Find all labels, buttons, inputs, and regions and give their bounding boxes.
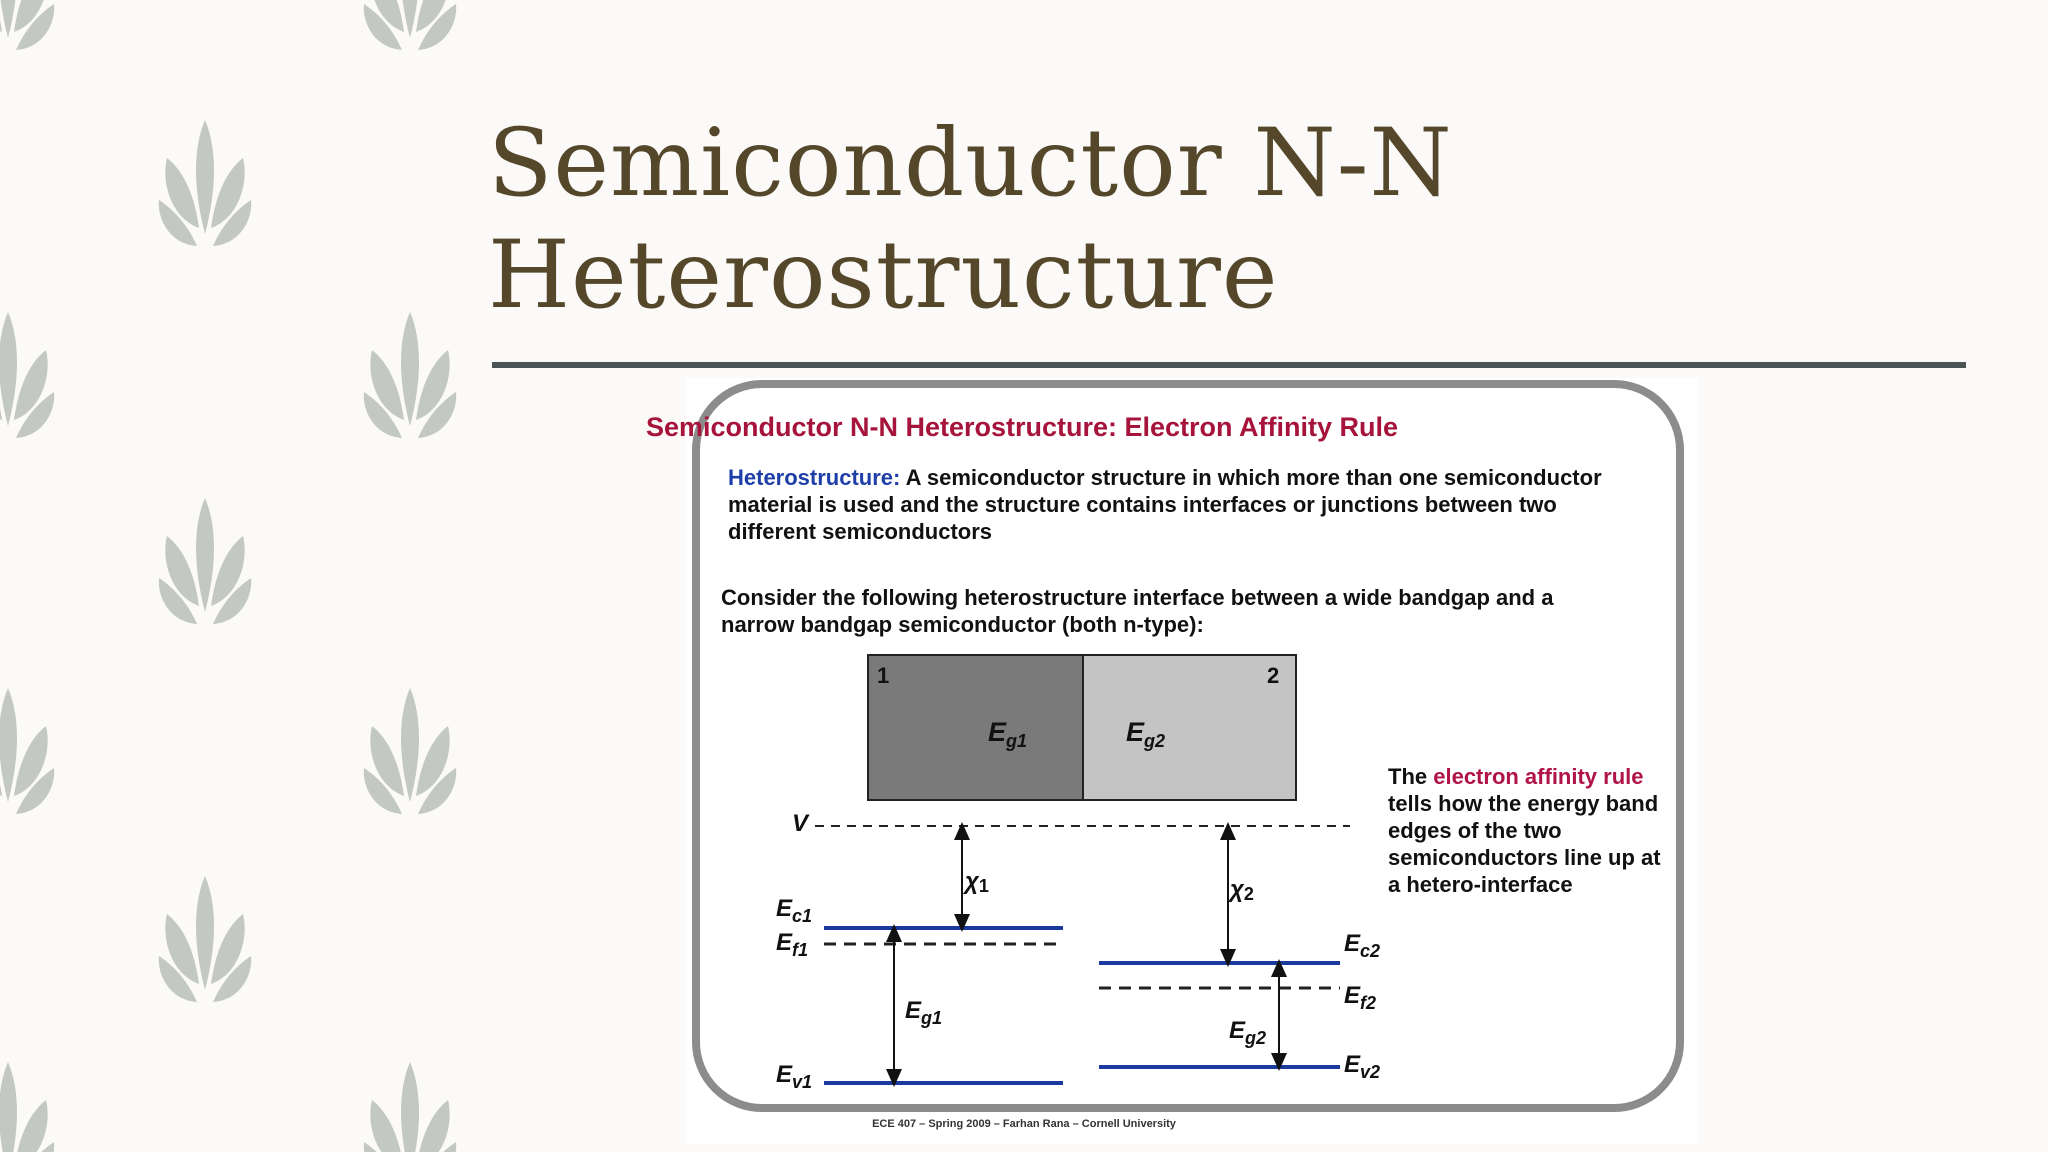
definition-line3: different semiconductors (728, 519, 993, 544)
ec2-label: Ec2 (1344, 930, 1380, 961)
consider-line1: Consider the following heterostructure i… (721, 585, 1554, 610)
slide-title-line1: Semiconductor N-N (488, 109, 1453, 218)
definition-line1: A semiconductor structure in which more … (900, 465, 1602, 490)
note-line3: edges of the two (1388, 818, 1562, 843)
definition-line2: material is used and the structure conta… (728, 492, 1557, 517)
note-line5: a hetero-interface (1388, 872, 1573, 897)
material-1-box (867, 654, 1084, 801)
ev1-label: Ev1 (776, 1061, 812, 1092)
ev2-label: Ev2 (1344, 1051, 1380, 1082)
image-footer: ECE 407 – Spring 2009 – Farhan Rana – Co… (872, 1118, 1176, 1130)
ef2-label: Ef2 (1344, 982, 1376, 1013)
material-2-box (1082, 654, 1297, 801)
definition-term: Heterostructure: (728, 465, 901, 490)
eg2-label: Eg2 (1229, 1017, 1266, 1048)
note-prefix: The (1388, 764, 1434, 789)
box1-number: 1 (877, 663, 889, 688)
consider-text: Consider the following heterostructure i… (721, 584, 1553, 638)
image-heading: Semiconductor N-N Heterostructure: Elect… (645, 412, 1399, 442)
note-line2: tells how the energy band (1388, 791, 1659, 816)
image-frame (692, 380, 1684, 1112)
eg1-label: Eg1 (905, 997, 942, 1028)
chi1-label: χ1 (962, 868, 989, 896)
note-line4: semiconductors line up at (1388, 845, 1661, 870)
definition-text: Heterostructure: A semiconductor structu… (728, 464, 1602, 545)
slide-title: Semiconductor N-N Heterostructure (488, 108, 1888, 332)
box2-number: 2 (1267, 663, 1279, 688)
eg1-box-label: Eg1 (988, 717, 1027, 751)
affinity-note: The electron affinity rule tells how the… (1388, 763, 1661, 898)
slide-title-line2: Heterostructure (488, 221, 1279, 330)
consider-line2: narrow bandgap semiconductor (both n-typ… (721, 612, 1204, 637)
eg2-box-label: Eg2 (1126, 717, 1165, 751)
ec1-label: Ec1 (776, 895, 812, 926)
ef1-label: Ef1 (776, 929, 808, 960)
title-divider (492, 362, 1966, 368)
chi2-label: χ2 (1227, 876, 1254, 904)
note-highlight: electron affinity rule (1433, 764, 1644, 789)
vacuum-level-label: V (792, 810, 810, 837)
